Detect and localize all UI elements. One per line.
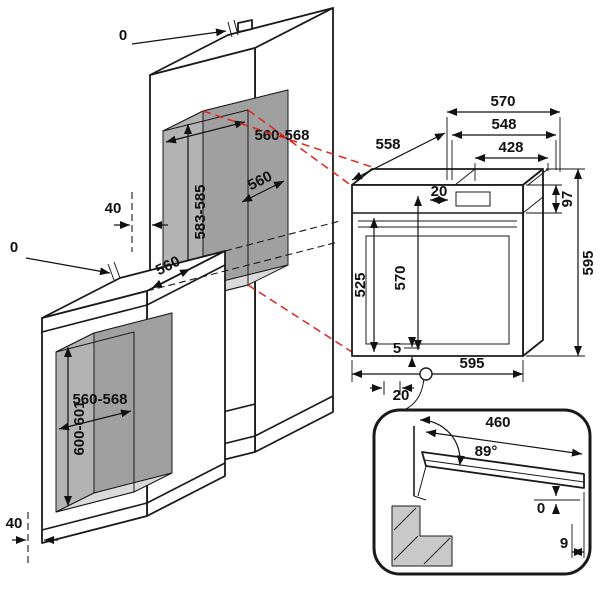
label-door-length: 460	[485, 414, 510, 431]
label-open-angle: 89°	[475, 443, 498, 460]
plinth-hatch-3	[423, 537, 451, 565]
label-flush-clearance: 0	[537, 500, 545, 517]
label-oven-width-mid: 548	[491, 116, 516, 133]
wall-block	[237, 19, 253, 33]
projection-lines	[202, 109, 376, 353]
label-door-height: 525	[352, 272, 369, 297]
label-base-niche-height: 600-601	[71, 400, 88, 455]
label-oven-top-inset: 20	[431, 183, 448, 200]
leader-base-zero	[25, 257, 111, 276]
label-tall-rear-gap: 40	[105, 200, 122, 217]
zero-tick-4	[113, 261, 121, 279]
oven-dimensions: 570 548 428 558 20 97 595 525 570	[351, 93, 597, 404]
zero-tick-1	[227, 21, 233, 38]
label-base-niche-width: 560-568	[72, 391, 127, 408]
base-plinth-side	[146, 462, 226, 504]
label-tall-niche-height: 583-585	[192, 184, 209, 239]
leader-tall-zero	[131, 28, 227, 45]
zero-tick-3	[107, 263, 115, 281]
display-window	[455, 191, 491, 207]
plinth-hatch-2	[393, 535, 419, 561]
label-tall-top-clearance: 0	[119, 27, 127, 44]
oven-top-step-left	[454, 168, 476, 186]
dim-line-base-niche-width	[58, 409, 132, 431]
label-oven-height: 595	[580, 250, 597, 275]
door-frame	[365, 235, 510, 345]
label-oven-width-inner: 428	[498, 139, 523, 156]
dim-line-niche-depth	[241, 180, 285, 203]
control-panel-divider-side	[522, 196, 544, 214]
label-oven-depth: 558	[375, 136, 400, 153]
tall-cabinet-plinth-side-line	[254, 395, 334, 437]
callout-marker	[419, 367, 433, 381]
oven	[351, 168, 549, 357]
angle-arc	[419, 416, 465, 466]
dim-line-558	[351, 132, 446, 181]
plinth-hatch-1	[393, 507, 417, 531]
oven-side-face	[522, 168, 544, 357]
alignment-dash-2	[224, 220, 341, 252]
label-base-bottom-gap: 40	[6, 515, 23, 532]
label-panel-height: 97	[559, 191, 576, 208]
base-plinth-front	[41, 502, 148, 531]
clearance-markers: 0 40 0 40	[6, 19, 341, 566]
label-base-top-clearance: 0	[10, 239, 18, 256]
label-bottom-inset: 20	[393, 387, 410, 404]
label-body-height: 570	[392, 265, 409, 290]
door-hinge-link	[417, 465, 427, 497]
dim-line-worktop-depth	[151, 268, 191, 289]
label-oven-width-top: 570	[490, 93, 515, 110]
oven-top-face	[351, 168, 544, 186]
worktop-edge-front	[41, 304, 148, 333]
dim-line-niche-width	[165, 120, 246, 144]
detail-oven-bottom	[413, 495, 427, 501]
projection-line-top-back	[202, 110, 376, 169]
projection-line-bottom	[247, 284, 353, 353]
label-edge-offset: 9	[560, 535, 568, 552]
zero-tick-2	[233, 19, 239, 36]
door-detail-callout: 460 89° 0 9	[372, 367, 592, 576]
oven-top-step-right	[527, 168, 549, 186]
oven-front-face	[351, 184, 524, 357]
base-niche-opening-outline	[55, 331, 135, 513]
label-oven-width-overall: 595	[459, 355, 484, 372]
label-bottom-gap: 5	[393, 340, 401, 357]
projection-line-top-front	[247, 109, 353, 187]
